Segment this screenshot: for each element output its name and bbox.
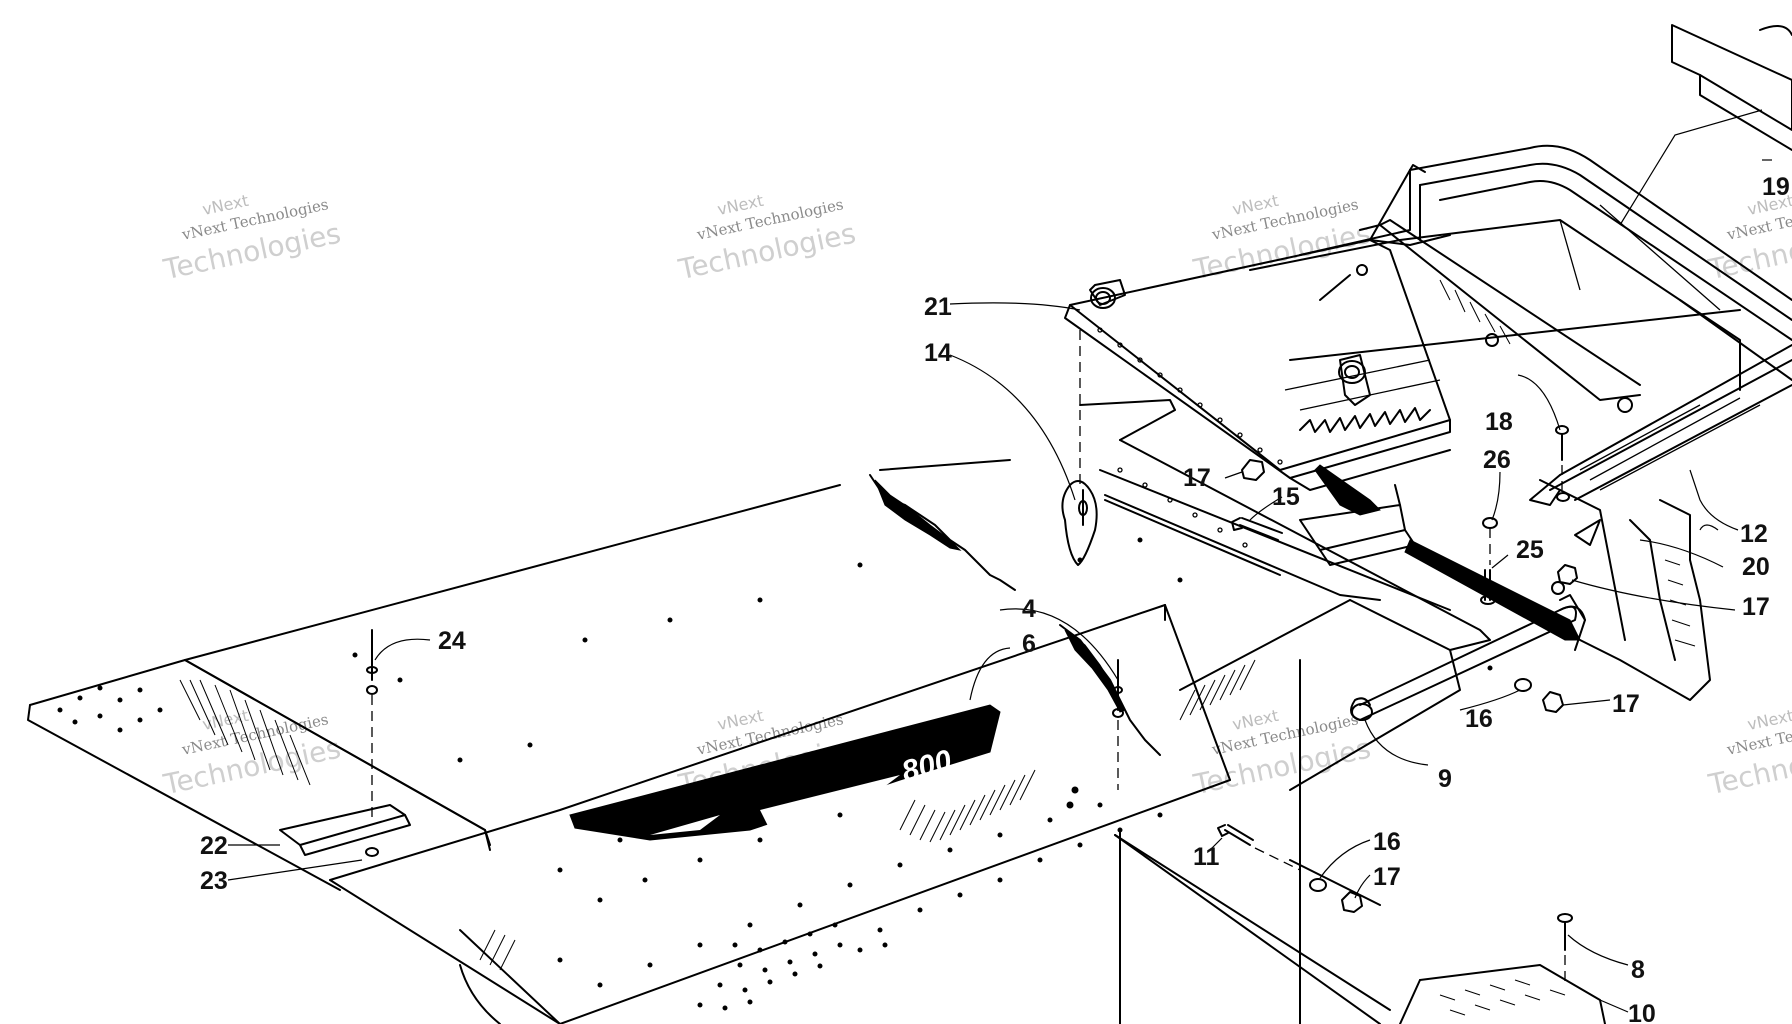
callout-17: 17: [1742, 593, 1770, 621]
leader-lines: [227, 109, 1772, 1013]
watermark: vNext vNext Technologies Technologies: [1190, 706, 1374, 802]
callout-14: 14: [924, 339, 952, 367]
part-8-screw: [1557, 913, 1573, 985]
callout-15: 15: [1272, 483, 1300, 511]
callout-9: 9: [1438, 765, 1452, 793]
callout-22: 22: [200, 832, 228, 860]
callout-26: 26: [1483, 446, 1511, 474]
hood-holes: [352, 537, 1183, 1011]
part-4-rivet: [1112, 659, 1124, 790]
callout-12: 12: [1740, 520, 1768, 548]
part-23-washer: [365, 847, 379, 857]
fuel-fitting: [1338, 354, 1371, 406]
part-12-footrest-rail: [1529, 344, 1792, 546]
part-4-body-panel: [1079, 399, 1491, 791]
callout-20: 20: [1742, 553, 1770, 581]
callout-11: 11: [1193, 843, 1220, 871]
callout-4: 4: [1022, 595, 1036, 623]
watermark: vNext vNext Technologies Technologies: [1705, 706, 1792, 802]
callout-17: 17: [1183, 464, 1211, 492]
callout-8: 8: [1631, 956, 1645, 984]
callout-10: 10: [1628, 1000, 1656, 1024]
bracket-block: [1299, 484, 1416, 566]
part-15-bolt: [1231, 517, 1283, 541]
part-6-hood-decal: 800: [569, 704, 1001, 841]
part-19-bracket: [1671, 24, 1792, 151]
hood-shading: [479, 659, 1256, 971]
part-17-nut: [1241, 459, 1265, 481]
part-9-handle: [1350, 581, 1586, 721]
part-21-console-panel: [1064, 169, 1641, 491]
callout-16: 16: [1373, 828, 1401, 856]
part-25-bolt: [1480, 569, 1496, 605]
part-26-washer: [1482, 517, 1498, 565]
callout-18: 18: [1485, 408, 1513, 436]
part-14-seal: [1061, 330, 1098, 566]
watermark: vNext vNext Technologies Technologies: [160, 191, 344, 287]
callout-16: 16: [1465, 705, 1493, 733]
part-24-rivet: [366, 629, 378, 820]
callout-6: 6: [1022, 630, 1036, 658]
part-22-bracket: [279, 804, 411, 856]
watermark: vNext vNext Technologies Technologies: [1190, 191, 1374, 287]
part-16-washer: [1514, 678, 1532, 692]
part-17-nut: [1542, 691, 1564, 713]
part-6-hood-panel: [27, 459, 1381, 1024]
callout-17: 17: [1612, 690, 1640, 718]
callout-21: 21: [924, 293, 952, 321]
part-11-bolt: [1217, 824, 1301, 871]
callout-25: 25: [1516, 536, 1544, 564]
hinge-shading: [179, 679, 311, 786]
callout-19: 19: [1762, 173, 1790, 201]
part-10-footrest-pad: [1399, 964, 1606, 1024]
callout-23: 23: [200, 867, 228, 895]
part-20-trim-strip: [1314, 464, 1581, 641]
part-20-tray-frame: [1249, 144, 1792, 391]
part-16-washer: [1309, 878, 1327, 892]
hinge-holes: [57, 685, 163, 733]
callout-24: 24: [438, 627, 466, 655]
watermark: vNext vNext Technologies Technologies: [675, 191, 859, 287]
callout-labels: 21 14 17 15 18 26 25 19 12 20 17 4 6 24 …: [200, 173, 1790, 1024]
part-17-nut: [1557, 564, 1578, 585]
part-17-nut: [1341, 891, 1363, 913]
part-18-screw: [1555, 425, 1569, 490]
cable-lines: [1104, 494, 1391, 1024]
fuel-fitting: [1089, 279, 1126, 309]
part-20-skid-plate: [1539, 479, 1711, 701]
callout-17: 17: [1373, 863, 1401, 891]
